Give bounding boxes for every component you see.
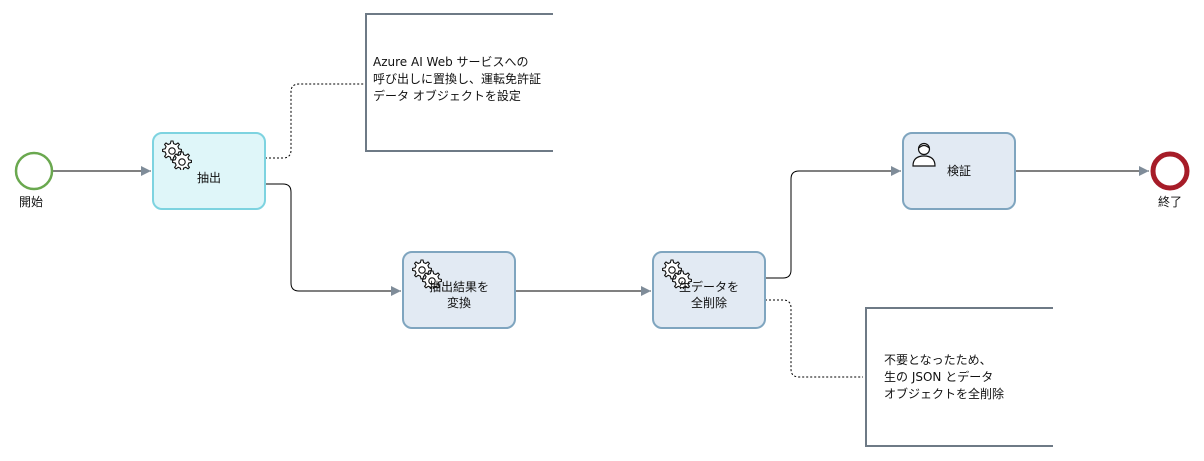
start-event[interactable] (14, 151, 54, 191)
annotation-text-bottom: 不要となったため、 生の JSON とデータ オブジェクトを全削除 (884, 353, 1005, 401)
gears-icon (412, 259, 442, 289)
user-icon (912, 142, 936, 167)
task-delete-raw-data[interactable]: 生データを 全削除 (652, 251, 766, 329)
flow-delete-to-verify[interactable] (765, 166, 901, 279)
task-extract[interactable]: 抽出 (152, 132, 266, 210)
annotation-bracket-top[interactable] (365, 13, 553, 152)
task-verify-label: 検証 (946, 164, 971, 178)
association-extract-annotation[interactable] (265, 83, 364, 159)
task-extract-label: 抽出 (196, 171, 221, 185)
gears-icon (662, 259, 692, 289)
start-event-label: 開始 (18, 195, 43, 209)
task-delete-raw-data-label: 生データを 全削除 (678, 280, 739, 310)
task-verify[interactable]: 検証 (902, 132, 1016, 210)
annotation-bracket-bottom[interactable] (865, 307, 1053, 447)
flow-extract-to-transform[interactable] (265, 183, 401, 296)
end-event-label: 終了 (1157, 195, 1182, 209)
association-delete-annotation[interactable] (765, 299, 863, 378)
task-transform-label: 抽出結果を 変換 (428, 280, 489, 310)
task-transform[interactable]: 抽出結果を 変換 (402, 251, 516, 329)
annotation-text-top: Azure AI Web サービスへの 呼び出しに置換し、運転免許証 データ オ… (373, 55, 542, 103)
gears-icon (162, 140, 192, 170)
end-event[interactable] (1150, 151, 1190, 191)
